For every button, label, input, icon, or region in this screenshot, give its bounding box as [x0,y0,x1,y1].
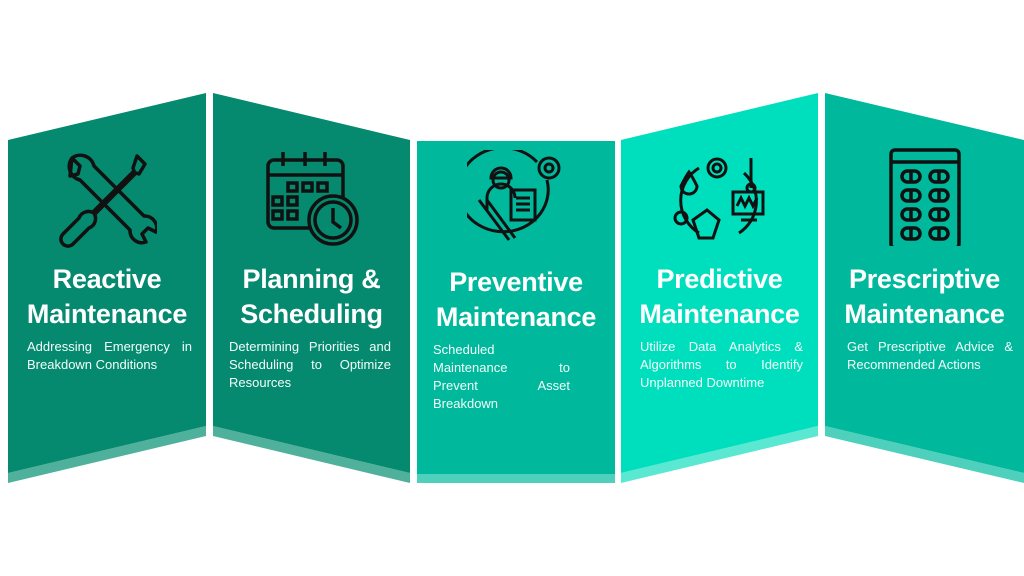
wrench-screwdriver-icon [59,153,157,248]
panel-5-bg [825,93,1024,473]
panel-description: Scheduled Maintenance to Prevent Asset B… [433,342,570,411]
calendar-clock-icon [266,152,359,246]
pill-pack-icon [889,148,961,246]
panel-2-bg [213,93,410,473]
panel-description: Get Prescriptive Advice & Recommended Ac… [847,339,1013,372]
panel-description: Determining Priorities and Scheduling to… [229,339,391,390]
panel-1-bg [8,93,206,473]
panel-4-strip [621,426,818,483]
data-analytics-cycle-icon [673,157,765,240]
panel-description: Utilize Data Analytics & Algorithms to I… [640,339,803,390]
panel-title: Planning &Scheduling [240,264,383,329]
engineer-clipboard-icon [467,150,561,241]
panel-3-bg [417,141,615,474]
panel-2-strip [213,426,410,483]
panel-4-bg [621,93,818,473]
panel-3-strip [417,474,615,483]
panel-5-strip [825,426,1024,483]
panel-description: Addressing Emergency in Breakdown Condit… [27,339,192,372]
panel-1-strip [8,426,206,483]
panel-planning-scheduling: Planning &Scheduling Determining Priorit… [213,0,410,576]
